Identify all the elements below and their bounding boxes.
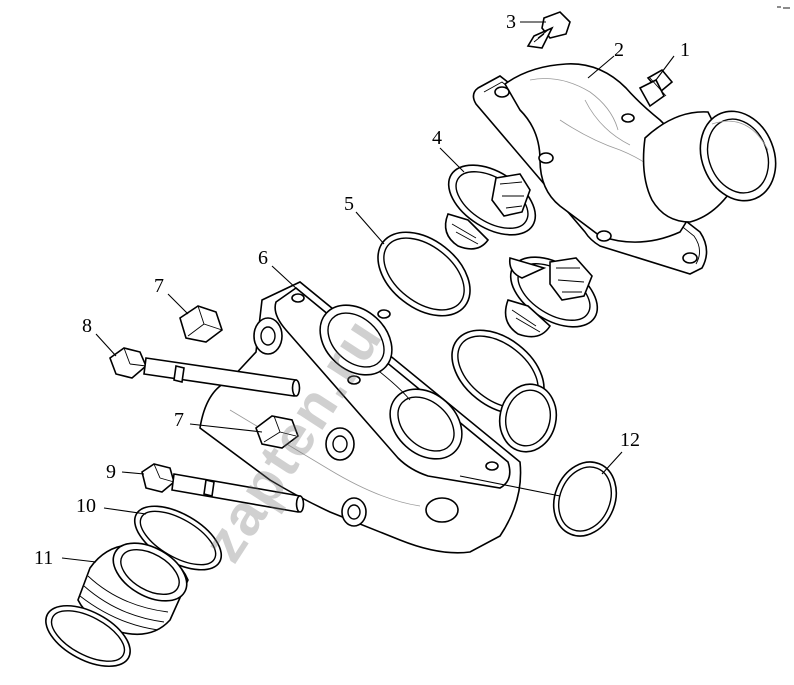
part-plug-lower [255,415,299,449]
callout-7-lower: 7 [174,409,184,431]
callout-5: 5 [344,193,354,215]
part-thermostat-lower [504,256,599,338]
part-long-bolt-8 [109,347,301,397]
callout-4: 4 [432,127,442,149]
part-sensor-fitting [638,68,674,108]
callout-11: 11 [34,547,53,569]
callout-10: 10 [76,495,96,517]
part-thermostat-cover [472,63,777,275]
callout-12: 12 [620,429,640,451]
corner-mark [777,6,790,9]
leader-lines [61,21,675,563]
part-bolt-3 [526,11,571,49]
callout-9: 9 [106,461,116,483]
part-gasket-5 [377,231,558,453]
part-thermostat-upper [444,164,537,250]
callout-7-upper: 7 [154,275,164,297]
part-bolt-9 [141,463,305,513]
part-oring-12 [552,461,618,537]
part-sleeve-11 [45,542,189,668]
callout-3: 3 [506,11,516,33]
part-thermostat-body [199,281,522,554]
callout-6: 6 [258,247,268,269]
callout-8: 8 [82,315,92,337]
callout-2: 2 [614,39,624,61]
callout-labels: 1 2 3 4 5 6 7 7 8 9 10 11 12 [34,11,690,569]
part-plug-upper [179,305,223,343]
callout-1: 1 [680,39,690,61]
